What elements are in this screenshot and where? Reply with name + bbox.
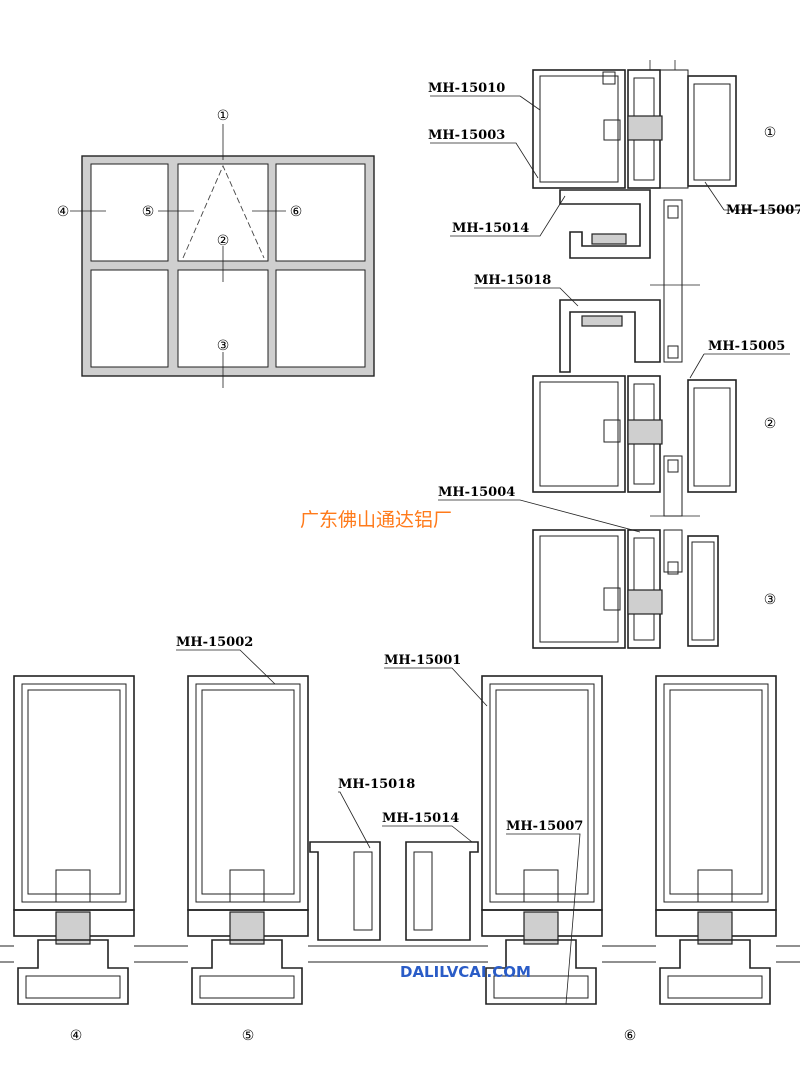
- marker-4: ④: [57, 204, 70, 220]
- marker-v1: ①: [764, 125, 777, 141]
- marker-v2: ②: [764, 416, 777, 432]
- label-mh-15007-h: MH-15007: [506, 819, 583, 834]
- window-elevation: [70, 124, 375, 388]
- label-mh-15014-h: MH-15014: [382, 811, 459, 826]
- factory-watermark: 广东佛山通达铝厂: [300, 509, 452, 531]
- label-mh-15002: MH-15002: [176, 635, 253, 650]
- marker-h6: ⑥: [624, 1028, 637, 1044]
- marker-v3: ③: [764, 592, 777, 608]
- label-mh-15005: MH-15005: [708, 339, 785, 354]
- label-mh-15018-h: MH-15018: [338, 777, 415, 792]
- label-mh-15001: MH-15001: [384, 653, 461, 668]
- label-mh-15004: MH-15004: [438, 485, 515, 500]
- marker-6: ⑥: [290, 204, 303, 220]
- marker-h5: ⑤: [242, 1028, 255, 1044]
- marker-5: ⑤: [142, 204, 155, 220]
- horizontal-section: [0, 649, 800, 1005]
- label-mh-15007-v: MH-15007: [726, 203, 800, 218]
- label-mh-15003: MH-15003: [428, 128, 505, 143]
- site-watermark: DALILVCAI.COM: [400, 963, 531, 981]
- label-mh-15018-v: MH-15018: [474, 273, 551, 288]
- marker-3: ③: [217, 338, 230, 354]
- label-mh-15014-v: MH-15014: [452, 221, 529, 236]
- marker-1: ①: [217, 108, 230, 124]
- label-mh-15010: MH-15010: [428, 81, 505, 96]
- marker-h4: ④: [70, 1028, 83, 1044]
- marker-2: ②: [217, 233, 230, 249]
- vertical-section: [430, 60, 800, 649]
